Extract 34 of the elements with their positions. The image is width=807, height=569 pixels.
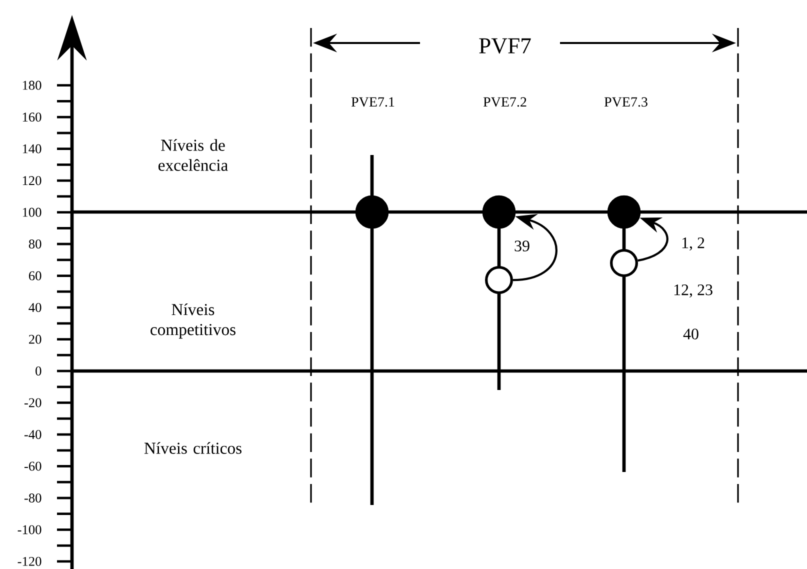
tick-label: 40 — [28, 303, 42, 312]
number-label: 1, 2 — [682, 237, 704, 251]
filled-dot — [607, 195, 641, 229]
tick-label: 180 — [22, 80, 42, 90]
filled-dot — [355, 195, 389, 229]
number-label: 40 — [683, 328, 698, 340]
tick-label: 120 — [22, 176, 42, 186]
tick-label: -40 — [24, 430, 42, 439]
tick-label: -80 — [24, 494, 42, 502]
title-label: PVF7 — [479, 38, 531, 54]
open-circle — [610, 249, 638, 277]
tick-label: 140 — [22, 144, 42, 154]
tick-label: 0 — [36, 366, 42, 376]
tick-label: -60 — [24, 462, 42, 471]
tick-label: -100 — [18, 525, 42, 534]
curved-arrow — [638, 217, 668, 262]
tick-label: -20 — [24, 398, 42, 408]
column-label: PVE7.2 — [483, 97, 526, 107]
tick-label: 20 — [29, 334, 42, 344]
tick-label: 80 — [28, 240, 42, 248]
tick-label: 60 — [28, 271, 42, 280]
region-label: Níveis críticos — [144, 442, 242, 454]
filled-dot — [482, 195, 516, 229]
open-circle — [485, 266, 513, 294]
curved-arrow — [512, 214, 558, 282]
column-label: PVE7.3 — [604, 97, 648, 107]
region-label: Níveis competitivos — [150, 303, 236, 339]
number-label: 12, 23 — [674, 284, 712, 298]
tick-label: 100 — [22, 208, 42, 217]
column-label: PVE7.1 — [351, 97, 394, 107]
region-label: Níveis de excelência — [158, 139, 228, 171]
tick-label: 160 — [22, 112, 42, 122]
edge-label: 39 — [512, 239, 532, 253]
tick-label: -120 — [18, 556, 42, 566]
